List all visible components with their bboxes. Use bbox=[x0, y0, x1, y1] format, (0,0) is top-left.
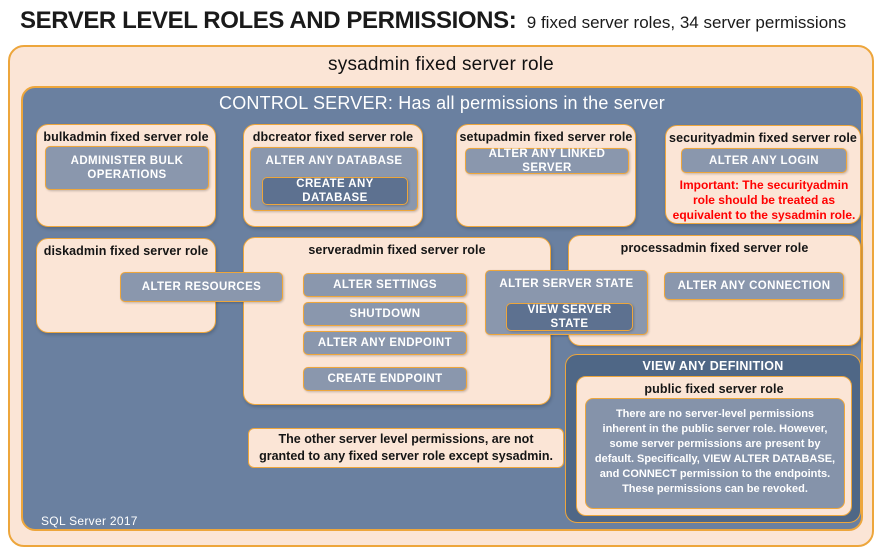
role-box-dbcreator: dbcreator fixed server role ALTER ANY DA… bbox=[243, 124, 423, 227]
permission-alter-any-linked-server: ALTER ANY LINKED SERVER bbox=[465, 148, 629, 174]
permission-alter-any-database: ALTER ANY DATABASE CREATE ANY DATABASE bbox=[250, 147, 418, 211]
permission-alter-any-login: ALTER ANY LOGIN bbox=[681, 148, 847, 173]
role-box-public: public fixed server role There are no se… bbox=[576, 376, 852, 516]
role-title-public: public fixed server role bbox=[644, 382, 784, 396]
role-box-securityadmin: securityadmin fixed server role ALTER AN… bbox=[665, 125, 861, 224]
page-title: SERVER LEVEL ROLES AND PERMISSIONS: 9 fi… bbox=[20, 7, 846, 35]
sql-server-version-label: SQL Server 2017 bbox=[41, 514, 138, 528]
view-any-definition-container: VIEW ANY DEFINITION public fixed server … bbox=[565, 354, 861, 523]
permission-alter-server-state: ALTER SERVER STATE VIEW SERVER STATE bbox=[485, 270, 648, 335]
permission-create-any-database: CREATE ANY DATABASE bbox=[262, 177, 408, 205]
permission-alter-any-connection: ALTER ANY CONNECTION bbox=[664, 272, 844, 300]
role-title-diskadmin: diskadmin fixed server role bbox=[43, 244, 209, 258]
role-title-securityadmin: securityadmin fixed server role bbox=[669, 131, 857, 145]
other-permissions-note-box: The other server level permissions, are … bbox=[248, 428, 564, 468]
role-box-setupadmin: setupadmin fixed server role ALTER ANY L… bbox=[456, 124, 636, 227]
role-title-setupadmin: setupadmin fixed server role bbox=[459, 130, 633, 144]
role-title-dbcreator: dbcreator fixed server role bbox=[252, 130, 414, 144]
permission-alter-settings: ALTER SETTINGS bbox=[303, 273, 467, 297]
page-title-sub: 9 fixed server roles, 34 server permissi… bbox=[526, 13, 847, 32]
permission-view-server-state: VIEW SERVER STATE bbox=[506, 303, 633, 331]
permission-view-any-definition: VIEW ANY DEFINITION bbox=[642, 359, 784, 373]
other-permissions-note-text: The other server level permissions, are … bbox=[259, 432, 553, 463]
role-box-bulkadmin: bulkadmin fixed server role ADMINISTER B… bbox=[36, 124, 216, 227]
public-role-note: There are no server-level permissions in… bbox=[585, 398, 845, 509]
control-server-label: CONTROL SERVER: Has all permissions in t… bbox=[219, 93, 665, 113]
permission-alter-server-state-label: ALTER SERVER STATE bbox=[499, 278, 634, 290]
role-title-bulkadmin: bulkadmin fixed server role bbox=[43, 130, 209, 144]
permission-alter-any-database-label: ALTER ANY DATABASE bbox=[265, 155, 403, 167]
role-title-serveradmin: serveradmin fixed server role bbox=[308, 243, 486, 257]
permission-administer-bulk-operations: ADMINISTER BULK OPERATIONS bbox=[45, 146, 209, 190]
page-title-main: SERVER LEVEL ROLES AND PERMISSIONS: bbox=[20, 7, 517, 34]
control-server-container: CONTROL SERVER: Has all permissions in t… bbox=[21, 86, 863, 531]
securityadmin-warning-note: Important: The securityadmin role should… bbox=[672, 178, 856, 222]
sysadmin-role-container: sysadmin fixed server role CONTROL SERVE… bbox=[8, 45, 874, 547]
permission-alter-resources: ALTER RESOURCES bbox=[120, 272, 283, 302]
sysadmin-role-label: sysadmin fixed server role bbox=[328, 54, 554, 75]
permission-alter-any-endpoint: ALTER ANY ENDPOINT bbox=[303, 331, 467, 355]
role-title-processadmin: processadmin fixed server role bbox=[620, 241, 809, 255]
permission-create-endpoint: CREATE ENDPOINT bbox=[303, 367, 467, 391]
permission-shutdown: SHUTDOWN bbox=[303, 302, 467, 326]
